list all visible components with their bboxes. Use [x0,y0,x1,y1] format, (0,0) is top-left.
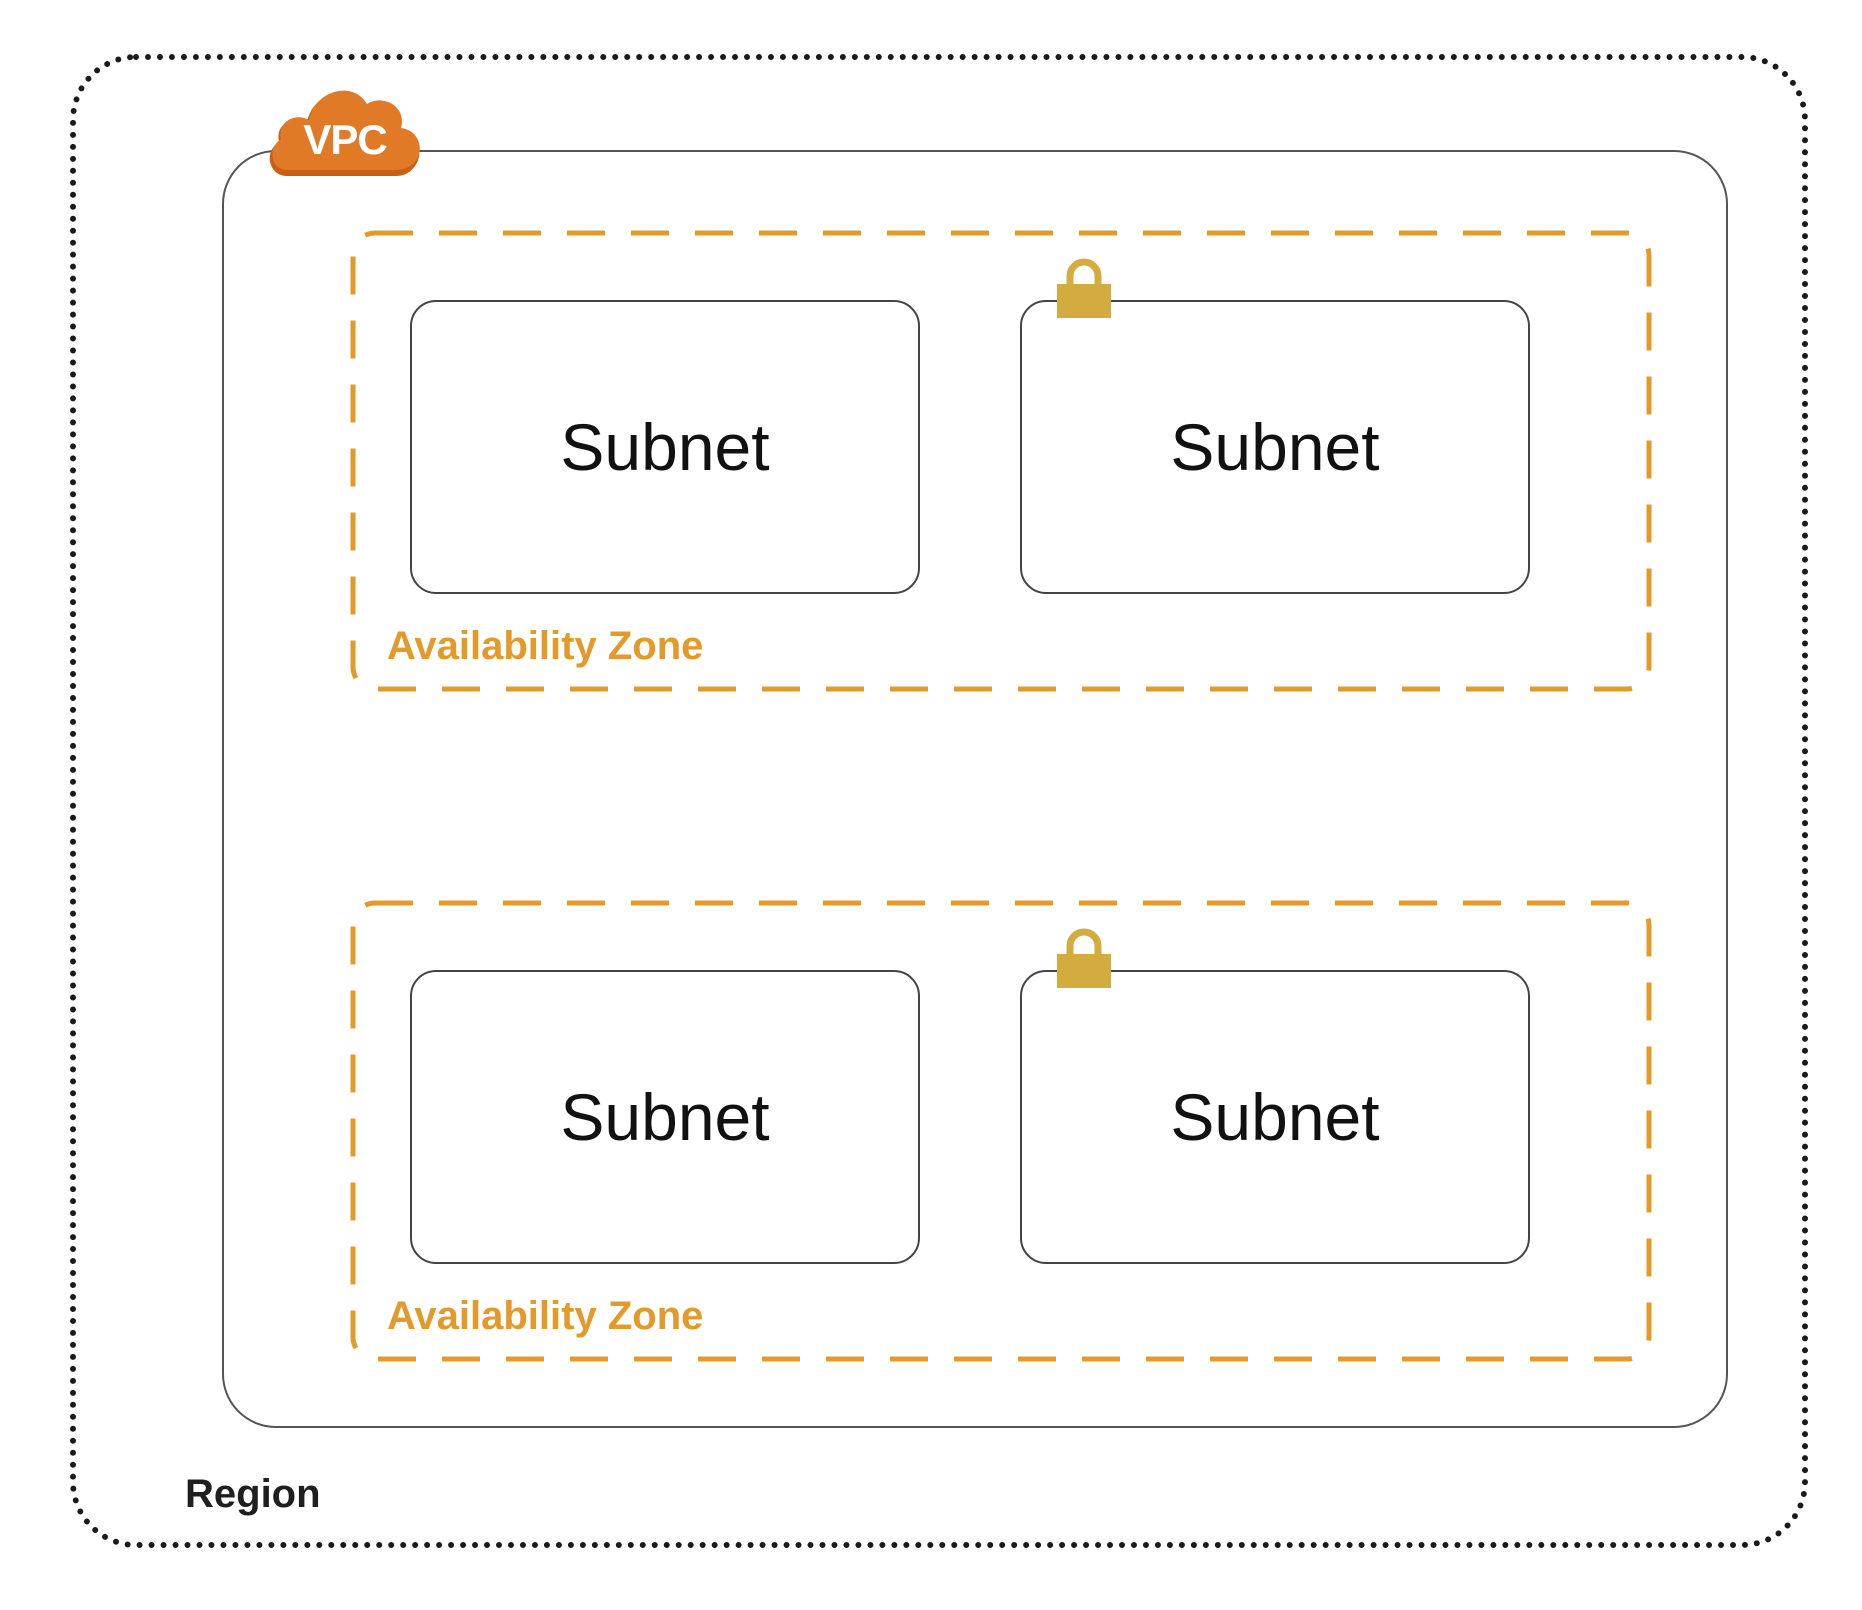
region-label: Region [185,1472,321,1516]
region-boundary [70,54,1808,1548]
availability-zone-label: Availability Zone [387,624,704,668]
vpc-label: VPC [303,116,387,163]
subnet-label: Subnet [560,410,770,484]
availability-zone: Availability Zone [350,230,1652,692]
subnet-label: Subnet [1170,410,1380,484]
az-dashed-border [350,230,1652,692]
vpc-boundary [222,150,1728,1428]
private-subnet-box: Subnet [1020,300,1530,594]
cloud-icon [269,90,420,176]
lock-icon [1057,258,1111,318]
az-dashed-border [350,900,1652,1362]
private-subnet-box: Subnet [1020,970,1530,1264]
availability-zone: Availability Zone [350,900,1652,1362]
lock-icon [1057,928,1111,988]
subnet-box: Subnet [410,970,920,1264]
subnet-label: Subnet [1170,1080,1380,1154]
subnet-box: Subnet [410,300,920,594]
subnet-label: Subnet [560,1080,770,1154]
availability-zone-label: Availability Zone [387,1294,704,1338]
